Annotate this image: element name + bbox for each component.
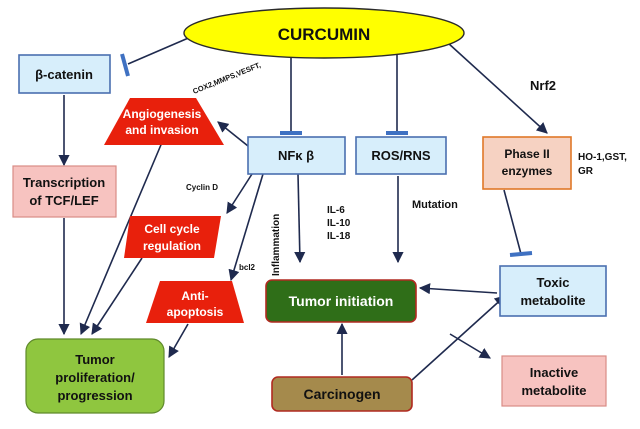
- cellcycle-to-tumor-arrow: [91, 257, 143, 335]
- nfkb-to-tumor-initiation-arrow: [294, 173, 306, 264]
- mutation-label: Mutation: [412, 199, 458, 211]
- nfkb-node: NFκ β: [247, 136, 346, 175]
- antiapoptosis-to-tumor-arrow: [168, 323, 189, 358]
- inhibition-connectors: [120, 32, 533, 257]
- to-inactive-arrow: [449, 333, 491, 359]
- angiogenesis-to-tumor-arrow: [79, 139, 164, 336]
- cell-cycle-label-line2: regulation: [143, 239, 201, 253]
- phase2-label-line1: Phase II: [504, 147, 549, 161]
- anti-apoptosis-node: Anti- apoptosis: [146, 281, 244, 323]
- ho1-label-line1: HO-1,GST,: [578, 152, 627, 163]
- angiogenesis-node: Angiogenesis and invasion: [104, 98, 224, 145]
- ros-node: ROS/RNS: [355, 136, 447, 175]
- transcription-label-line2: of TCF/LEF: [29, 193, 98, 208]
- curcumin-label: CURCUMIN: [278, 25, 371, 44]
- curcumin-node: CURCUMIN: [183, 7, 465, 59]
- cox2-label: COX2,MMPS,VESFT,: [191, 60, 262, 96]
- tumor-initiation-node: Tumor initiation: [265, 279, 417, 323]
- toxic-label-line2: metabolite: [520, 293, 585, 308]
- inflammation-label: Inflammation: [271, 214, 282, 276]
- il10-label: IL-10: [327, 218, 351, 229]
- nfkb-to-cellcycle-arrow: [226, 173, 253, 214]
- cell-cycle-node: Cell cycle regulation: [124, 216, 221, 258]
- nrf2-label: Nrf2: [530, 78, 556, 93]
- tumor-prolif-label-line2: proliferation/: [55, 370, 135, 385]
- beta-catenin-node: β-catenin: [18, 54, 111, 94]
- carcinogen-to-toxic-arrow: [411, 295, 506, 381]
- nfkb-label: NFκ β: [278, 148, 314, 163]
- carcinogen-label: Carcinogen: [303, 386, 380, 402]
- beta-catenin-label: β-catenin: [35, 67, 93, 82]
- anti-apoptosis-label-line2: apoptosis: [167, 305, 224, 319]
- inactive-label-line2: metabolite: [521, 383, 586, 398]
- inhibit-bar-beta-catenin: [120, 53, 130, 77]
- nfkb-to-angiogenesis-arrow: [217, 121, 249, 147]
- phase2-inhibits-toxic: [503, 189, 522, 255]
- ho1-label-line2: GR: [578, 166, 594, 177]
- ros-label: ROS/RNS: [371, 148, 431, 163]
- carcinogen-node: Carcinogen: [271, 376, 413, 412]
- phase2-node: Phase II enzymes: [482, 136, 572, 190]
- tumor-prolif-label-line1: Tumor: [75, 352, 114, 367]
- il6-label: IL-6: [327, 205, 345, 216]
- activation-arrows: [58, 42, 548, 381]
- toxic-label-line1: Toxic: [537, 275, 570, 290]
- toxic-metabolite-node: Toxic metabolite: [499, 265, 607, 317]
- inhibit-bar-toxic: [509, 251, 533, 257]
- inactive-label-line1: Inactive: [530, 365, 578, 380]
- anti-apoptosis-label-line1: Anti-: [181, 289, 208, 303]
- transcription-label-line1: Transcription: [23, 175, 105, 190]
- nfkb-to-antiapoptosis-arrow: [228, 173, 264, 282]
- inactive-metabolite-node: Inactive metabolite: [501, 355, 607, 407]
- angiogenesis-label-line1: Angiogenesis: [123, 107, 202, 121]
- cell-cycle-label-line1: Cell cycle: [144, 222, 200, 236]
- cyclin-d-label: Cyclin D: [186, 183, 218, 192]
- tumor-prolif-label-line3: progression: [57, 388, 132, 403]
- il18-label: IL-18: [327, 231, 351, 242]
- toxic-to-tumor-initiation-arrow: [418, 283, 498, 295]
- tumor-initiation-label: Tumor initiation: [289, 293, 394, 309]
- transcription-node: Transcription of TCF/LEF: [12, 165, 117, 218]
- bcl2-label: bcl2: [239, 263, 256, 272]
- tumor-proliferation-node: Tumor proliferation/ progression: [25, 338, 165, 414]
- angiogenesis-label-line2: and invasion: [125, 123, 198, 137]
- curcumin-to-phase2-arrow: [447, 42, 548, 134]
- phase2-label-line2: enzymes: [502, 164, 553, 178]
